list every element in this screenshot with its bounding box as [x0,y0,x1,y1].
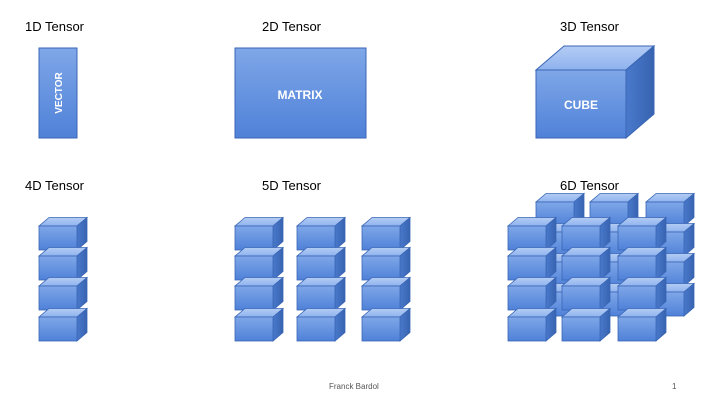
small-cube [37,307,89,342]
small-cube [360,276,412,311]
label-2d-tensor: 2D Tensor [262,19,322,34]
small-cube [506,246,558,281]
small-cube [37,246,89,281]
matrix-shape: MATRIX [234,47,367,139]
small-cube [506,307,558,342]
label-4d-tensor: 4D Tensor [25,178,85,193]
small-cube [233,307,285,342]
small-cube [233,276,285,311]
small-cube [560,216,612,251]
5d-cube-columns [233,216,412,342]
small-cube [360,246,412,281]
matrix-text: MATRIX [277,88,322,102]
small-cube [233,216,285,251]
small-cube [616,307,668,342]
small-cube [560,246,612,281]
small-cube [295,307,347,342]
small-cube [506,216,558,251]
small-cube [295,276,347,311]
footer-page-number: 1 [672,382,677,391]
small-cube [616,246,668,281]
label-6d-tensor: 6D Tensor [560,178,620,193]
small-cube [37,276,89,311]
small-cube [560,307,612,342]
cube-shape: CUBE [534,44,656,140]
vector-shape: VECTOR [38,47,78,139]
small-cube [616,276,668,311]
small-cube [560,276,612,311]
cube-text: CUBE [564,98,598,112]
vector-text: VECTOR [54,71,65,113]
6d-cube-grid [506,192,696,342]
small-cube [360,307,412,342]
small-cube [295,246,347,281]
small-cube [233,246,285,281]
small-cube [506,276,558,311]
small-cube [360,216,412,251]
4d-cube-stack [37,216,89,342]
small-cube [616,216,668,251]
small-cube [37,216,89,251]
label-3d-tensor: 3D Tensor [560,19,620,34]
label-5d-tensor: 5D Tensor [262,178,322,193]
label-1d-tensor: 1D Tensor [25,19,85,34]
footer-author: Franck Bardol [329,382,379,391]
small-cube [295,216,347,251]
